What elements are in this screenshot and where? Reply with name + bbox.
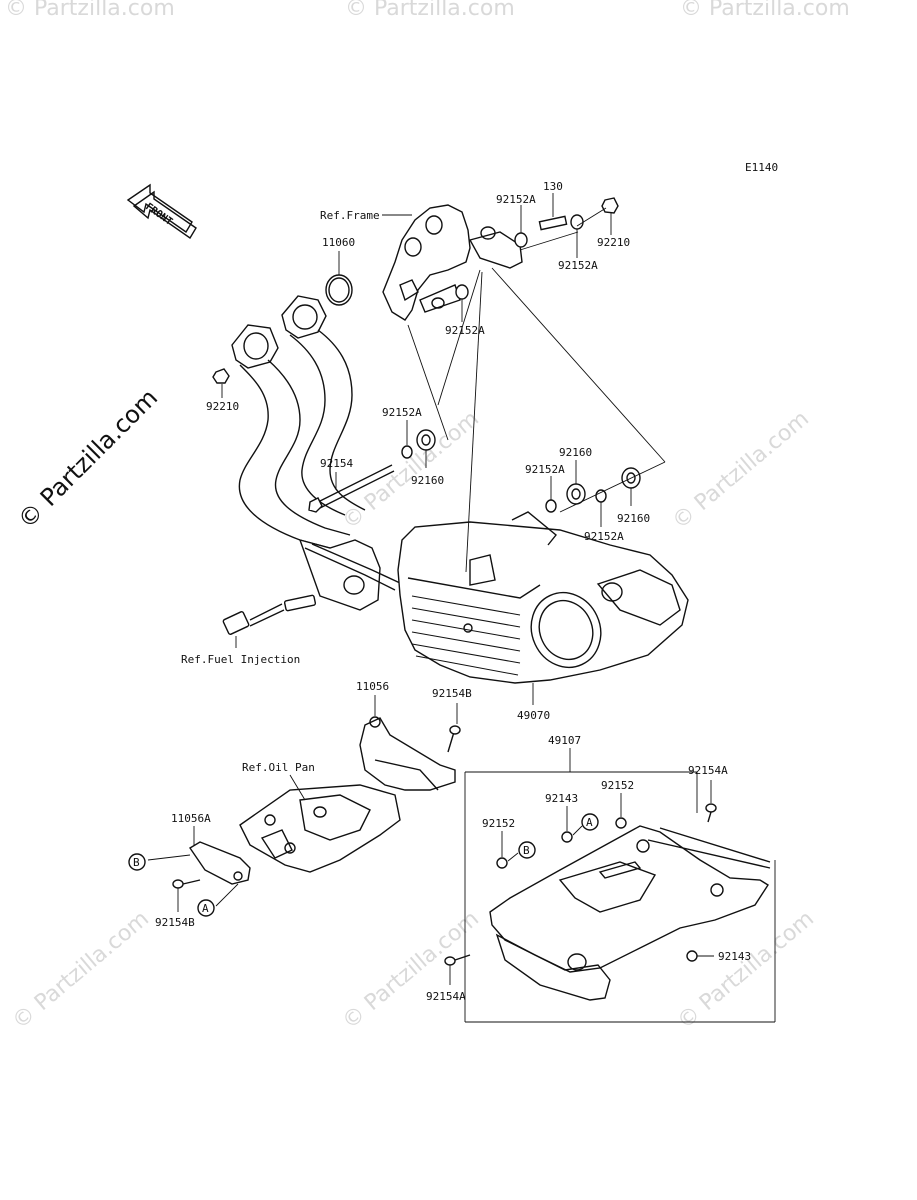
nut-92143-a: 92143: [545, 792, 583, 843]
diagram-code: E1140: [745, 161, 778, 174]
muffler-49070: 49070: [397, 511, 689, 722]
bolt-92154A-top: 92154A: [688, 764, 728, 823]
washer-92152A-top: 92152A: [496, 193, 536, 248]
ref-oil-pan-label: Ref.Oil Pan: [242, 761, 315, 774]
callout-92160-right: 92160: [617, 512, 650, 525]
callout-11056: 11056: [356, 680, 389, 693]
marker-b-right: B: [523, 844, 530, 857]
gasket-11060: 11060: [322, 236, 355, 306]
marker-circles-left: B A: [128, 853, 215, 917]
callout-92152A-mid: 92152A: [445, 324, 485, 337]
callout-92160-left: 92160: [411, 474, 444, 487]
front-arrow-icon: FRONT: [126, 183, 197, 240]
washer-92152A-left: 92152A: [382, 406, 422, 459]
callout-92143-b: 92143: [718, 950, 751, 963]
watermark: © Partzilla.com: [680, 0, 850, 21]
callout-49107: 49107: [548, 734, 581, 747]
callout-92152A-top: 92152A: [496, 193, 536, 206]
frame-bracket: Ref.Frame: [320, 204, 523, 321]
watermark: © Partzilla.com: [338, 906, 484, 1034]
bolt-92154B-bottom: 92154B: [155, 879, 201, 929]
bracket-11056A: 11056A: [147, 812, 251, 907]
header-pipes: [231, 295, 401, 611]
callout-92154: 92154: [320, 457, 353, 470]
bolt-130: 130: [538, 180, 568, 231]
watermark: © Partzilla.com: [668, 406, 814, 534]
oil-pan: Ref.Oil Pan: [239, 761, 401, 873]
marker-a-left: A: [202, 902, 209, 915]
callout-11056A: 11056A: [171, 812, 211, 825]
callout-92154A-bottom: 92154A: [426, 990, 466, 1003]
grommet-92160-left: 92160: [411, 429, 444, 487]
washer-92152A-mid: 92152A: [445, 284, 485, 337]
callout-92152A-right: 92152A: [558, 259, 598, 272]
callout-92154B-bottom: 92154B: [155, 916, 195, 929]
callout-92210-left: 92210: [206, 400, 239, 413]
callout-11060: 11060: [322, 236, 355, 249]
watermark: © Partzilla.com: [345, 0, 515, 21]
callout-92152-a: 92152: [601, 779, 634, 792]
marker-circles-right: A B: [518, 813, 599, 859]
bracket-11056: 11056: [356, 680, 456, 791]
watermark: © Partzilla.com: [5, 0, 175, 21]
callout-92154A-top: 92154A: [688, 764, 728, 777]
washer-92152A-right: 92152A: [558, 214, 598, 272]
washer-92152A-r2: 92152A: [525, 463, 565, 513]
callout-49070: 49070: [517, 709, 550, 722]
callout-130: 130: [543, 180, 563, 193]
watermark: © Partzilla.com: [338, 406, 484, 534]
nut-92210-left: 92210: [206, 368, 239, 413]
washer-92152A-r3: 92152A: [584, 489, 624, 543]
marker-a-right: A: [586, 816, 593, 829]
nut-92152-b: 92152: [482, 817, 519, 869]
callout-92154B-top: 92154B: [432, 687, 472, 700]
watermark: © Partzilla.com: [8, 906, 154, 1034]
o2-sensor: Ref.Fuel Injection: [181, 594, 317, 666]
watermark: © Partzilla.com: [673, 906, 819, 1034]
marker-b-left: B: [133, 856, 140, 869]
assembly-guide-lines: [407, 207, 666, 573]
callout-92210-top: 92210: [597, 236, 630, 249]
ref-fuel-injection-label: Ref.Fuel Injection: [181, 653, 300, 666]
nut-92143-b: 92143: [686, 950, 751, 963]
callout-92143-a: 92143: [545, 792, 578, 805]
callout-92152A-r3: 92152A: [584, 530, 624, 543]
callout-92152A-left: 92152A: [382, 406, 422, 419]
ref-frame-label: Ref.Frame: [320, 209, 380, 222]
cover-49107-group: 49107: [464, 734, 776, 1023]
callout-92152-b: 92152: [482, 817, 515, 830]
bolt-92154B-top: 92154B: [432, 687, 472, 753]
nut-92210-top: 92210: [597, 197, 630, 249]
callout-92160-mid: 92160: [559, 446, 592, 459]
bolt-92154A-bottom: 92154A: [426, 954, 471, 1003]
grommet-92160-mid: 92160: [559, 446, 592, 505]
partzilla-logo-text: © Partzilla.com: [12, 383, 163, 534]
callout-92152A-r2: 92152A: [525, 463, 565, 476]
nut-92152-a: 92152: [601, 779, 634, 829]
bolt-92154: 92154: [308, 457, 395, 513]
